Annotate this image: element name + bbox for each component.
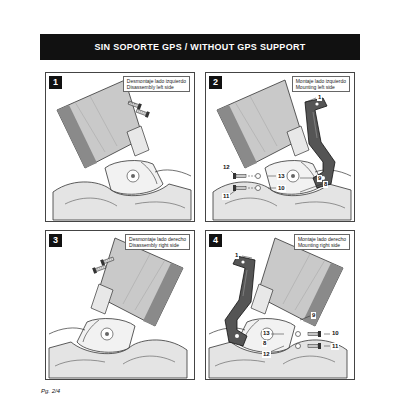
title-text: SIN SOPORTE GPS / WITHOUT GPS SUPPORT [94, 42, 305, 52]
caption-box: Montaje lado derechoMounting right side [294, 234, 350, 250]
callout-number: 9 [317, 175, 322, 182]
callout-number: 12 [222, 164, 231, 171]
caption-text: Montaje lado derecho [298, 236, 346, 242]
step-panel: 4 Montaje lado derechoMounting right side [205, 230, 355, 380]
step-panel: 3 Desmontaje lado derechoDisassembly righ… [45, 230, 195, 380]
caption-text: Disassembly left side [127, 84, 186, 90]
callout-number: 11 [331, 343, 339, 350]
callout-number: 1 [234, 252, 239, 259]
caption-text: Mounting left side [296, 84, 346, 90]
caption-box: Montaje lado izquierdoMounting left side [292, 76, 350, 92]
callout-number: 9 [311, 312, 316, 319]
callout-number: 1 [317, 94, 322, 101]
page-number: Pg. 2/4 [40, 388, 61, 395]
step-number: 2 [209, 76, 222, 89]
title-band: SIN SOPORTE GPS / WITHOUT GPS SUPPORT [40, 34, 360, 60]
caption-text: Montaje lado izquierdo [296, 78, 346, 84]
callout-number: 12 [262, 351, 271, 358]
callout-number: 8 [262, 340, 267, 347]
callout-number: 8 [323, 181, 328, 188]
caption-box: Desmontaje lado izquierdoDisassembly lef… [123, 76, 190, 92]
caption-text: Desmontaje lado derecho [129, 236, 186, 242]
caption-text: Disassembly right side [129, 242, 186, 248]
callout-number: 13 [262, 330, 271, 337]
caption-text: Mounting right side [298, 242, 346, 248]
step-number: 1 [49, 76, 62, 89]
callout-number: 10 [277, 185, 286, 192]
callout-number: 13 [277, 173, 286, 180]
step-panel: 1 Desmontaje lado izquierdoDisassembly le… [45, 72, 195, 222]
step-number: 4 [209, 234, 222, 247]
caption-text: Desmontaje lado izquierdo [127, 78, 186, 84]
caption-box: Desmontaje lado derechoDisassembly right… [125, 234, 190, 250]
step-number: 3 [49, 234, 62, 247]
callout-number: 11 [222, 193, 230, 200]
callout-number: 10 [331, 330, 340, 337]
